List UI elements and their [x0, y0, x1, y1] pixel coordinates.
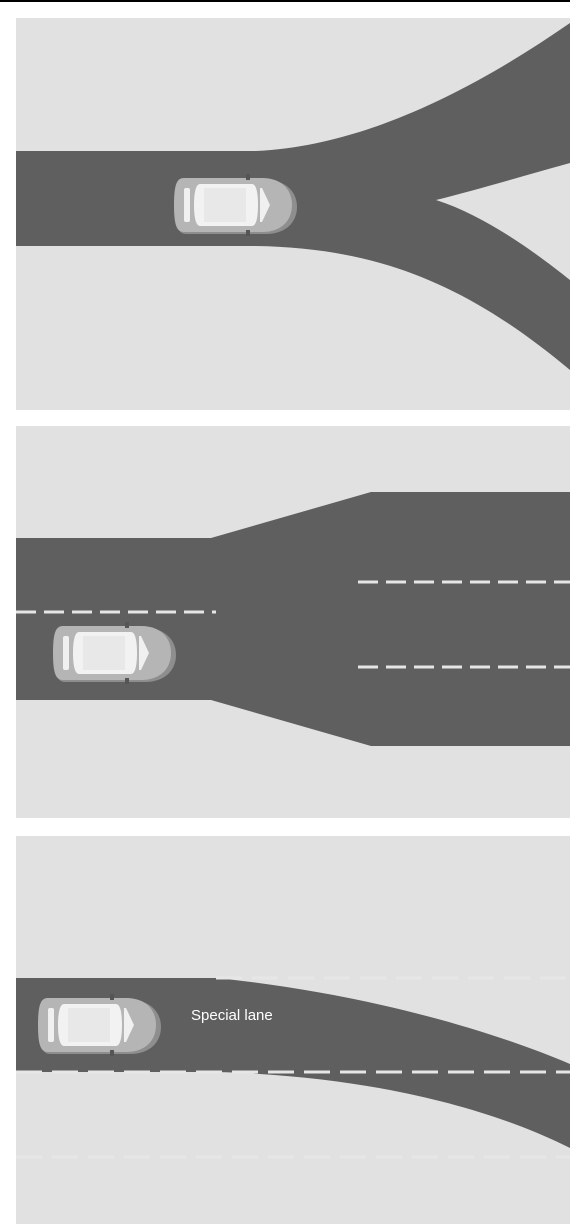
car-icon	[174, 174, 297, 236]
panel-road-widening	[16, 426, 570, 818]
special-lane-label: Special lane	[191, 1007, 273, 1024]
road-widening-diagram	[16, 426, 570, 818]
car-icon	[53, 622, 176, 684]
panel-road-fork	[16, 18, 570, 410]
special-lane-diagram	[16, 836, 570, 1224]
road-fork-diagram	[16, 18, 570, 410]
car-icon	[38, 994, 161, 1056]
panel-special-lane: Special lane	[16, 836, 570, 1224]
top-rule	[0, 0, 570, 2]
